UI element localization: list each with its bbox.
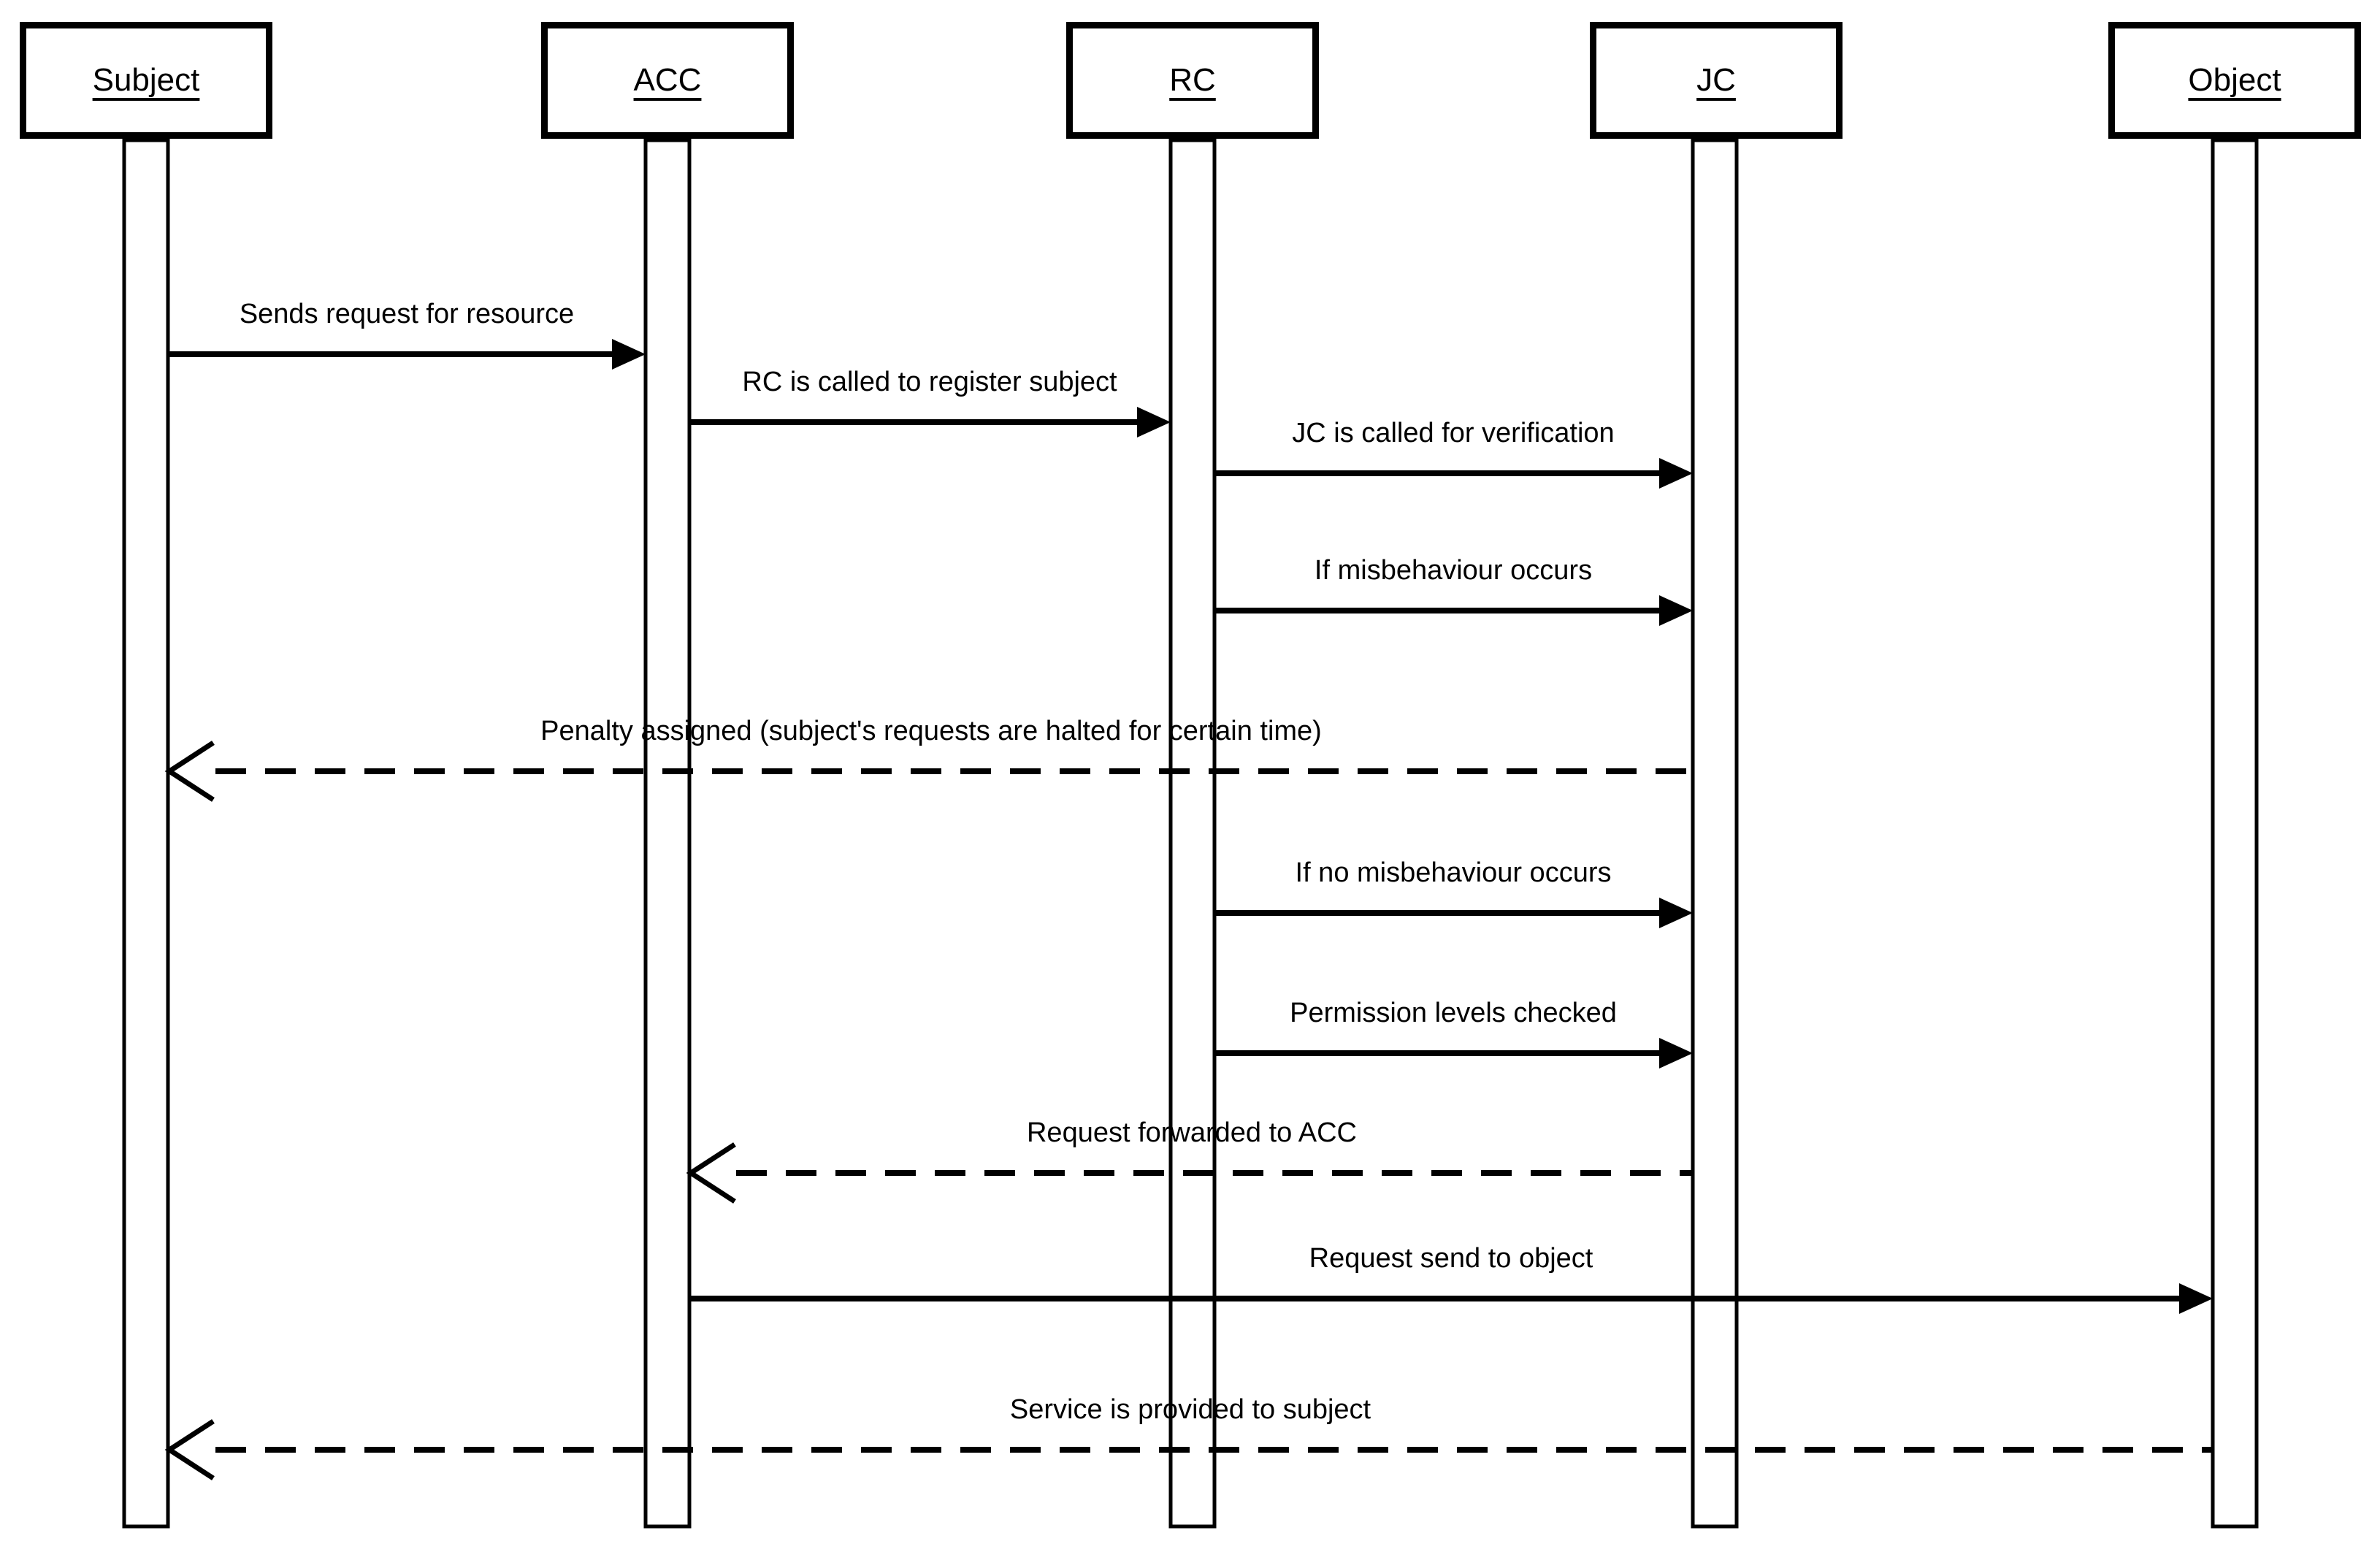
lifeline-rc [1168, 138, 1217, 1529]
message-1-arrowhead [612, 339, 646, 370]
message-2-arrow [689, 407, 1171, 437]
message-1-label: Sends request for resource [239, 299, 575, 329]
participant-box-acc: ACC [541, 22, 794, 139]
message-6-label: If no misbehaviour occurs [1295, 857, 1612, 888]
message-4-arrowhead [1659, 595, 1693, 626]
participant-name-jc: JC [1696, 62, 1736, 98]
lifeline-jc [1691, 138, 1739, 1529]
participant-name-rc: RC [1169, 62, 1216, 98]
message-5-arrow [164, 741, 1693, 802]
lifeline-object [2211, 138, 2259, 1529]
message-9-arrow [689, 1283, 2213, 1314]
participant-name-subject: Subject [92, 62, 200, 98]
message-2-label: RC is called to register subject [742, 367, 1117, 397]
message-8-arrow [686, 1142, 1693, 1204]
message-3-arrow [1214, 458, 1693, 489]
message-4-label: If misbehaviour occurs [1314, 555, 1593, 586]
lifeline-acc [643, 138, 692, 1529]
message-2-arrowhead [1137, 407, 1171, 437]
message-7-arrowhead [1659, 1038, 1693, 1069]
message-3-label: JC is called for verification [1292, 418, 1615, 448]
message-8-label: Request forwarded to ACC [1026, 1117, 1358, 1148]
participant-box-subject: Subject [20, 22, 272, 139]
message-9-label: Request send to object [1309, 1243, 1593, 1274]
message-8-arrowhead [686, 1142, 736, 1204]
message-6-arrow [1214, 898, 1693, 928]
message-7-label: Permission levels checked [1290, 998, 1617, 1028]
message-7-arrow [1214, 1038, 1693, 1069]
message-4-arrow [1214, 595, 1693, 626]
message-3-arrowhead [1659, 458, 1693, 489]
message-10-arrow [164, 1419, 2213, 1480]
message-10-label: Service is provided to subject [1009, 1394, 1371, 1425]
message-5-arrowhead [164, 741, 215, 802]
lifeline-subject [122, 138, 170, 1529]
participant-name-object: Object [2188, 62, 2281, 98]
message-1-arrow [168, 339, 646, 370]
participant-box-object: Object [2108, 22, 2361, 139]
message-10-arrowhead [164, 1419, 215, 1480]
participant-box-rc: RC [1066, 22, 1319, 139]
participant-box-jc: JC [1590, 22, 1843, 139]
message-9-arrowhead [2179, 1283, 2213, 1314]
participant-name-acc: ACC [633, 62, 702, 98]
message-6-arrowhead [1659, 898, 1693, 928]
message-5-label: Penalty assigned (subject's requests are… [540, 716, 1322, 746]
